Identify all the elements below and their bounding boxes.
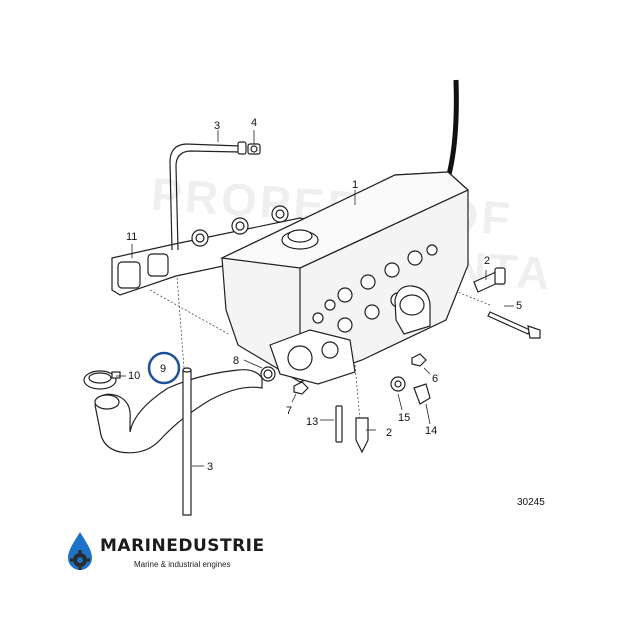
highlight-ring-part-9	[147, 351, 181, 385]
pump-housing	[260, 329, 356, 385]
callout-11: 11	[126, 231, 137, 243]
brand-name: MARINEDUSTRIE	[100, 536, 265, 556]
stud-part-13	[335, 405, 343, 443]
diagram-number: 30245	[517, 497, 545, 508]
callout-3-lower: 3	[207, 461, 213, 473]
nut-part-7	[293, 381, 309, 395]
callout-15: 15	[398, 412, 410, 424]
plug-part-14	[413, 383, 431, 405]
bolt-part-5	[487, 311, 541, 339]
water-drop-gear-icon	[68, 532, 92, 570]
callout-7: 7	[286, 405, 292, 417]
brand-tagline: Marine & industrial engines	[134, 560, 231, 569]
callout-4: 4	[251, 117, 257, 129]
callouts: 1 2 2 3 3 4 5 6 7 8 9 10 11 13 14 15	[126, 117, 522, 473]
nut-part-6	[411, 353, 427, 367]
callout-2-lower: 2	[386, 427, 392, 439]
sender-part-2-right	[473, 267, 506, 293]
callout-2-right: 2	[484, 255, 490, 267]
callout-10: 10	[128, 370, 140, 382]
callout-13: 13	[306, 416, 318, 428]
small-hardware	[293, 353, 431, 454]
callout-6: 6	[432, 373, 438, 385]
brand-block: MARINEDUSTRIE Marine & industrial engine…	[64, 528, 324, 578]
fitting-part-4	[247, 143, 261, 155]
fitting-part-2-lower	[355, 417, 369, 454]
cylinder-head-part-1	[219, 171, 470, 383]
callout-leaders	[116, 130, 514, 467]
bent-pipe-part-3	[169, 141, 247, 251]
hose-clamp-part-10	[83, 370, 121, 390]
straight-pipe-part-3	[182, 367, 192, 516]
callout-9: 9	[160, 363, 166, 375]
callout-3-upper: 3	[214, 120, 220, 132]
callout-14: 14	[425, 425, 437, 437]
callout-5: 5	[516, 300, 522, 312]
coolant-hose-part-9	[94, 369, 263, 454]
callout-8: 8	[233, 355, 239, 367]
callout-1: 1	[352, 179, 358, 191]
